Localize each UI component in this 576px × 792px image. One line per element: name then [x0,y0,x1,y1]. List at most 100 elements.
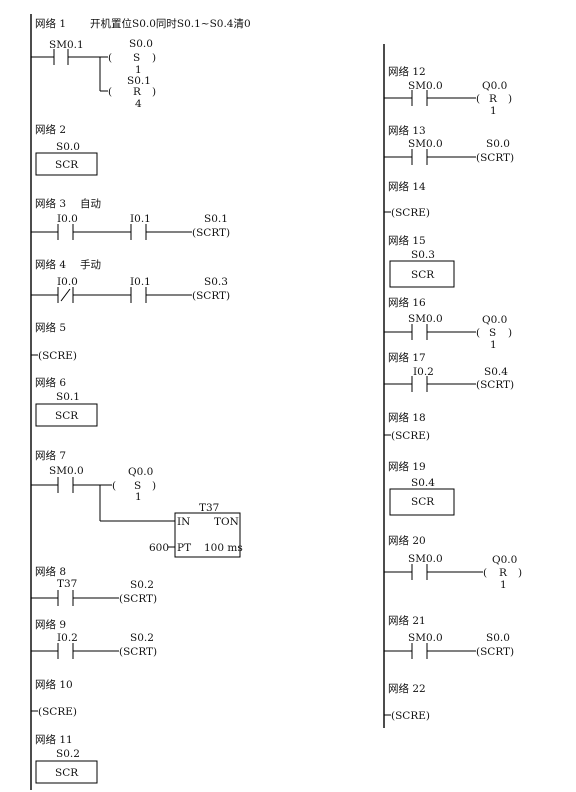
network-13: 网络 13 SM0.0 S0.0 (SCRT) [384,124,514,165]
coil-address: S0.4 [484,366,508,378]
contact-label: SM0.0 [408,313,443,325]
network-2: 网络 2 S0.0 SCR [35,123,98,176]
no-contact-icon [53,49,69,65]
scr-box [35,760,98,784]
coil-right-paren: ) [508,93,512,105]
coil-address: S0.1 [204,213,228,225]
contact-label: T37 [57,578,77,590]
network-comment: 自动 [80,197,101,210]
contact-label: SM0.1 [49,39,84,51]
no-contact-icon [411,149,428,165]
network-title: 网络 5 [35,321,66,334]
coil-right-paren: ) [152,86,156,98]
network-title: 网络 9 [35,618,66,631]
contact-label: SM0.0 [408,138,443,150]
coil-left-paren: ( [108,86,112,98]
no-contact-icon [411,90,428,106]
network-11: 网络 11 S0.2 SCR [35,733,98,784]
coil-count: 1 [135,64,142,76]
coil-count: 1 [135,491,142,503]
scr-box [389,488,455,516]
coil-address: Q0.0 [482,314,507,326]
scrt-coil: (SCRT) [476,646,514,658]
timer-type: TON [214,516,239,528]
scrt-coil: (SCRT) [192,227,230,239]
coil-count: 4 [135,98,142,110]
network-title: 网络 4 [35,258,66,271]
network-4: 网络 4 手动 I0.0 I0.1 S0.3 (SCRT) [31,258,230,303]
coil-address: S0.0 [486,138,510,150]
timer-in-pin: IN [177,516,190,528]
network-title: 网络 6 [35,376,66,389]
scr-bit: S0.4 [411,477,435,489]
no-contact-icon [57,477,74,493]
scr-bit: S0.2 [56,748,80,760]
network-comment: 手动 [80,258,101,271]
timer-unit: 100 ms [204,542,243,554]
network-1: 网络 1 开机置位S0.0同时S0.1~S0.4清0 SM0.1 S0.0 ( … [31,17,251,110]
network-title: 网络 3 [35,197,66,210]
network-title: 网络 10 [35,678,73,691]
scrt-coil: (SCRT) [476,379,514,391]
network-17: 网络 17 I0.2 S0.4 (SCRT) [384,351,514,392]
coil-address: Q0.0 [128,466,153,478]
coil-count: 1 [490,105,497,117]
network-19: 网络 19 S0.4 SCR [388,460,455,516]
no-contact-icon [411,376,428,392]
nc-contact-icon [57,287,74,303]
network-10: 网络 10 (SCRE) [31,678,77,718]
contact-label: I0.0 [57,276,78,288]
coil-left-paren: ( [476,93,480,105]
scr-bit: S0.1 [56,391,80,403]
network-title: 网络 12 [388,65,426,78]
network-title: 网络 15 [388,234,426,247]
no-contact-icon [57,224,74,240]
coil-type: R [133,86,142,98]
ton-timer-box [174,512,241,558]
network-21: 网络 21 SM0.0 S0.0 (SCRT) [384,614,514,659]
coil-address: Q0.0 [492,554,517,566]
scrt-coil: (SCRT) [119,646,157,658]
scr-box-label: SCR [411,496,435,508]
scr-box-label: SCR [55,410,79,422]
scr-box [35,403,98,427]
coil-count: 1 [500,579,507,591]
coil-type: S [133,52,140,64]
network-title: 网络 13 [388,124,426,137]
coil-address: S0.2 [130,632,154,644]
contact-label: I0.2 [413,366,434,378]
network-22: 网络 22 (SCRE) [384,682,430,722]
network-comment: 开机置位S0.0同时S0.1~S0.4清0 [90,17,251,30]
network-title: 网络 16 [388,296,426,309]
contact-label: SM0.0 [49,465,84,477]
scr-box [389,260,455,288]
coil-right-paren: ) [152,480,156,492]
network-title: 网络 22 [388,682,426,695]
contact-label: SM0.0 [408,632,443,644]
scre-coil: (SCRE) [391,207,430,219]
coil-type: R [499,567,508,579]
coil-right-paren: ) [508,327,512,339]
contact-label: I0.0 [57,213,78,225]
network-title: 网络 1 [35,17,66,30]
coil-count: 1 [490,339,497,351]
coil-address: Q0.0 [482,80,507,92]
timer-pt-pin: PT [177,542,191,554]
no-contact-icon [57,643,74,659]
coil-address: S0.2 [130,579,154,591]
no-contact-icon [411,564,428,580]
network-title: 网络 17 [388,351,426,364]
network-15: 网络 15 S0.3 SCR [388,234,455,288]
coil-right-paren: ) [152,52,156,64]
scre-coil: (SCRE) [391,430,430,442]
scr-box [35,152,98,176]
network-title: 网络 18 [388,411,426,424]
network-5: 网络 5 (SCRE) [31,321,77,362]
contact-label: SM0.0 [408,80,443,92]
no-contact-icon [130,287,147,303]
no-contact-icon [57,590,74,606]
network-7: 网络 7 SM0.0 Q0.0 ( S ) 1 T37 IN TON PT 10… [31,449,243,558]
scr-bit: S0.0 [56,141,80,153]
network-title: 网络 21 [388,614,426,627]
